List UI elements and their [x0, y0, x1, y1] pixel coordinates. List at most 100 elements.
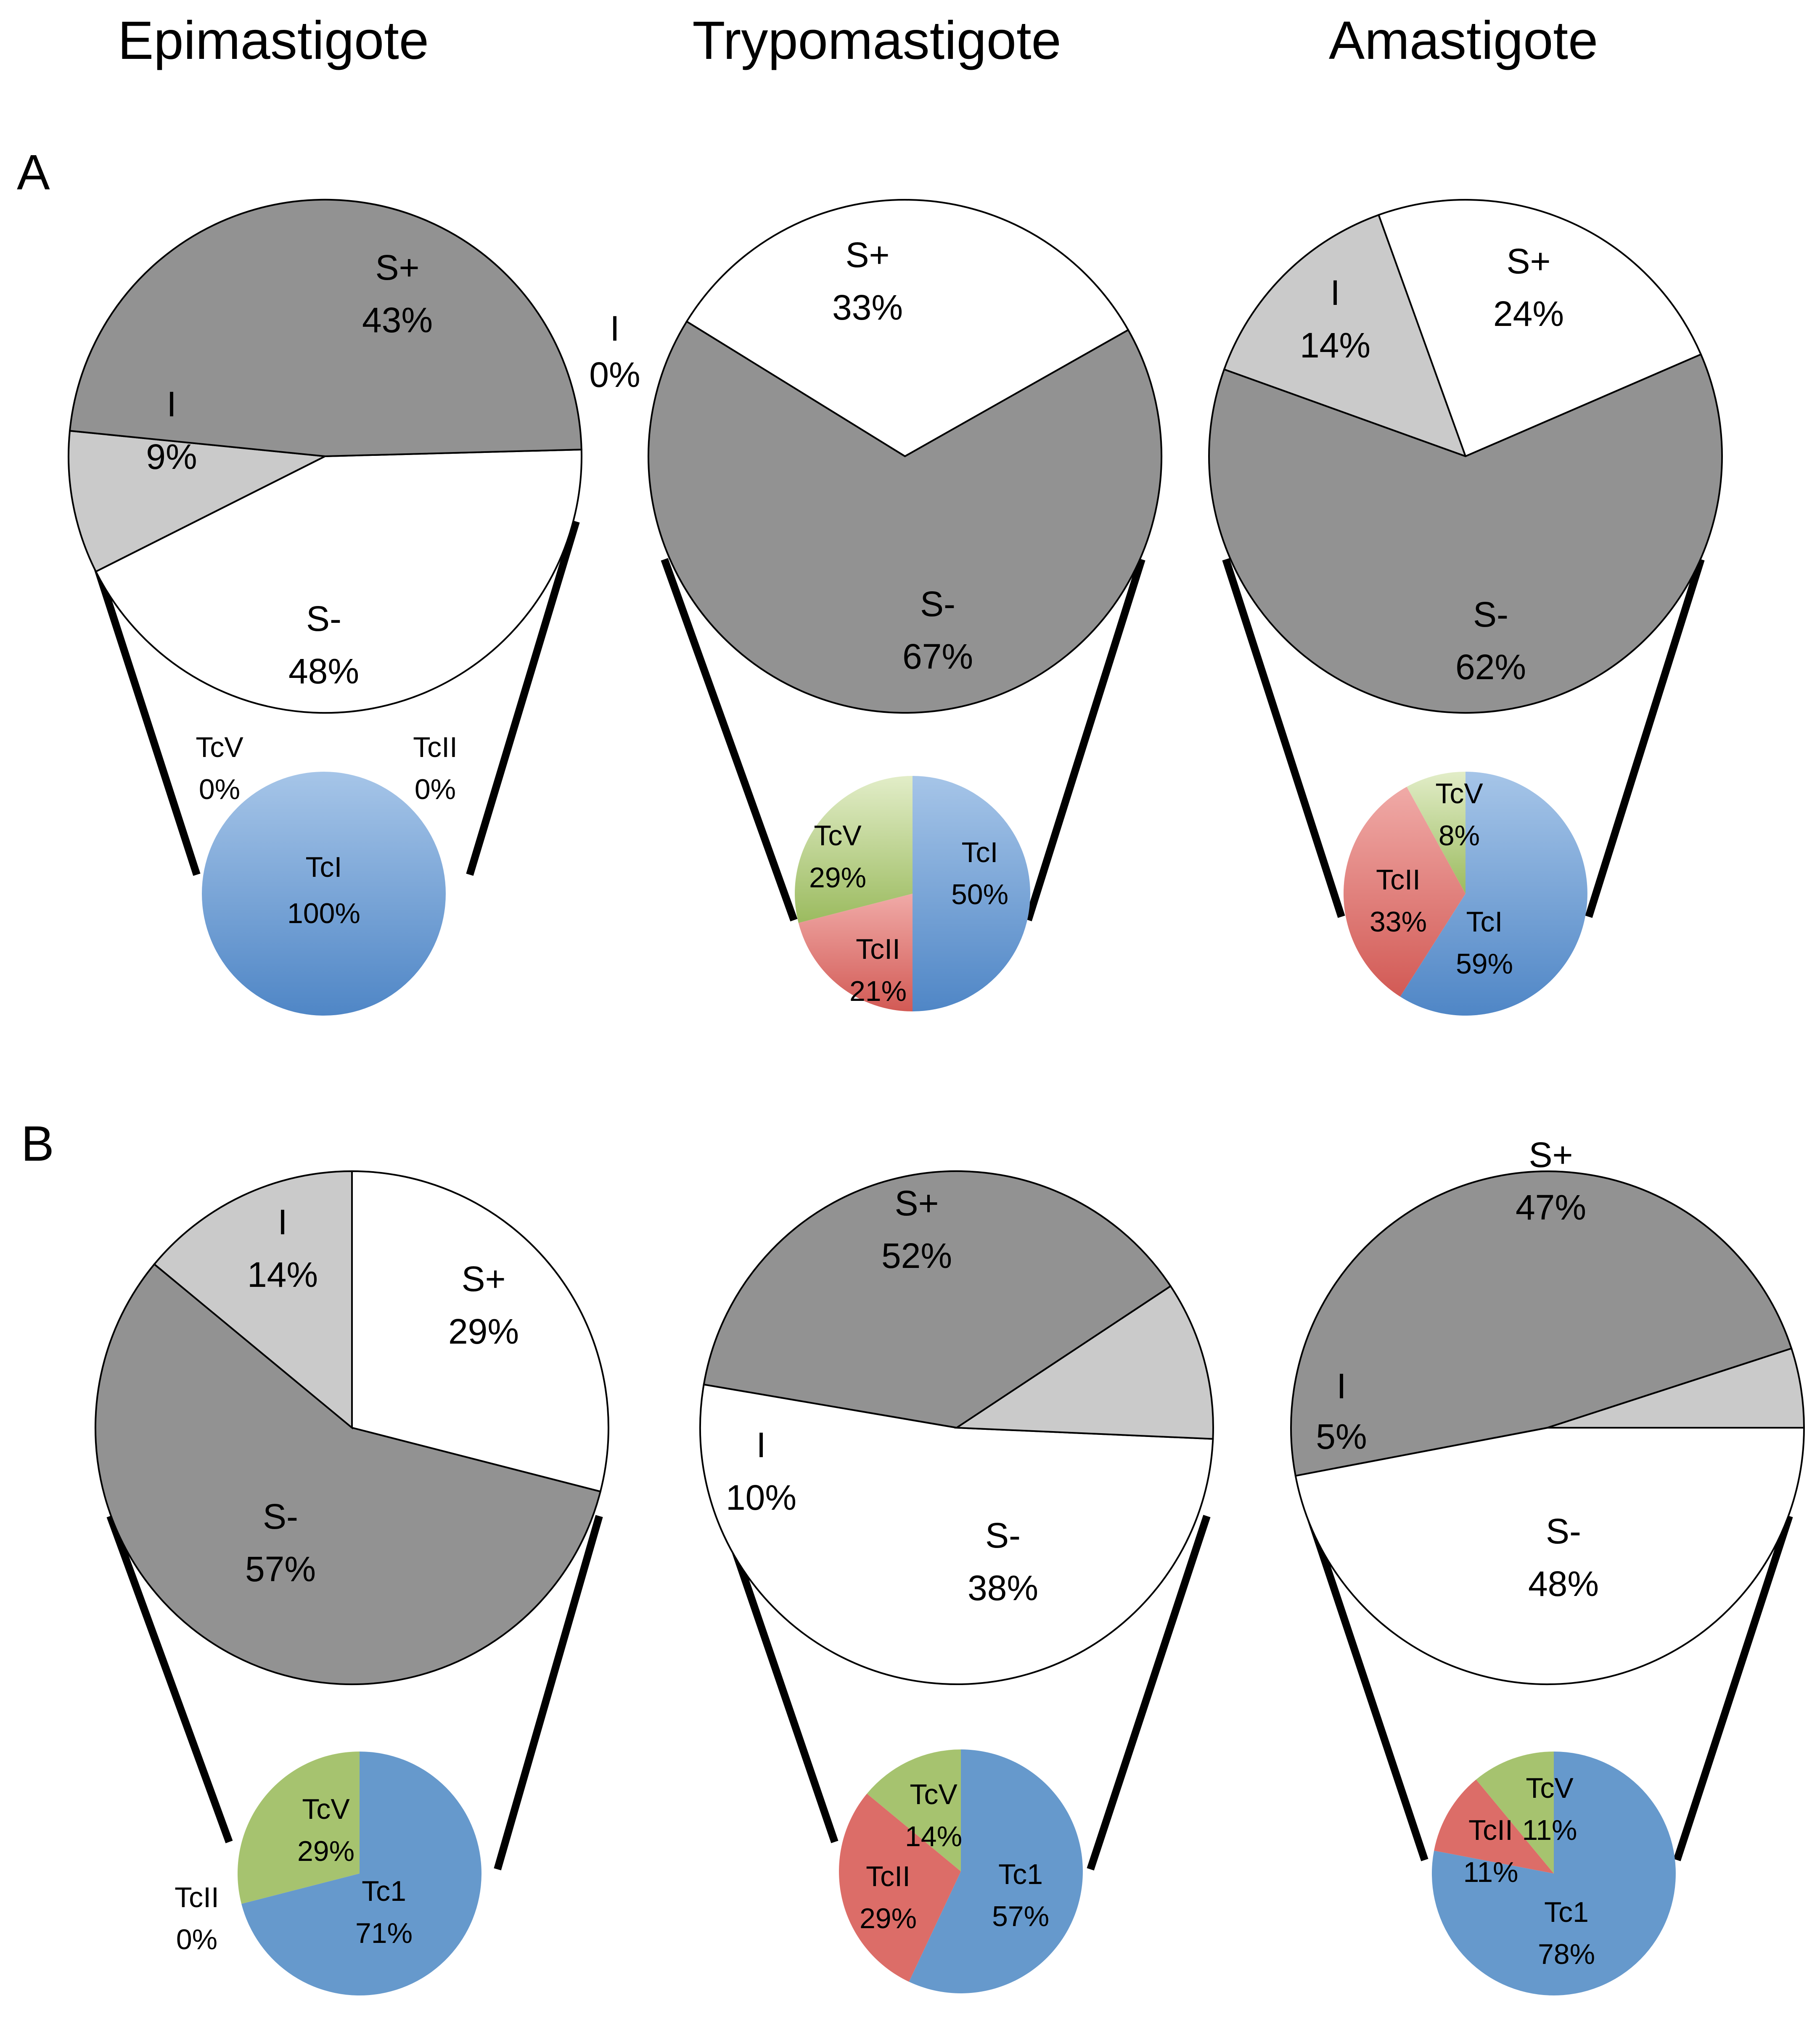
- pie-slice-b-epimastigote-i: [153, 1170, 353, 1430]
- label-a-epi-tci-name: TcI: [306, 851, 342, 883]
- pie-slice-a-amastigote-sminus: [1208, 353, 1723, 714]
- label-a-ama-splus-pct: 24%: [1493, 294, 1564, 333]
- label-a-epi-tcv-name: TcV: [196, 731, 243, 763]
- pie-slice-b-epimastigote-tc1: [241, 1752, 481, 1995]
- label-a-try-tcii-pct: 21%: [849, 975, 907, 1007]
- label-a-try-sminus-pct: 67%: [902, 637, 973, 676]
- label-a-ama-tcv-pct: 8%: [1439, 820, 1480, 852]
- label-b-try-splus-name: S+: [894, 1183, 939, 1223]
- pie-slice-b-epimastigote-tcv: [237, 1752, 360, 1904]
- label-b-ama-i-pct: 5%: [1316, 1417, 1367, 1456]
- pie-slice-a-amastigote-i: [1223, 214, 1467, 458]
- label-a-try-tci-pct: 50%: [951, 879, 1008, 910]
- pie-slice-a-trypomastigote-tcii: [798, 894, 913, 1011]
- pie-slice-b-trypomastigote-sminus: [703, 1170, 1172, 1429]
- label-b-try-tcv-pct: 14%: [905, 1821, 962, 1852]
- label-b-ama-sminus-name: S-: [1546, 1511, 1581, 1551]
- label-b-ama-tcii-name: TcII: [1468, 1814, 1513, 1846]
- label-b-try-tc1-name: Tc1: [998, 1858, 1043, 1890]
- connector-line: [1024, 558, 1145, 921]
- label-a-try-splus-name: S+: [845, 235, 889, 275]
- pie-slice-a-amastigote-splus: [1377, 199, 1702, 458]
- pie-slice-b-epimastigote-splus: [351, 1170, 609, 1493]
- label-b-try-splus-pct: 52%: [881, 1236, 952, 1275]
- label-b-try-sminus-pct: 38%: [968, 1568, 1038, 1608]
- label-b-ama-splus-name: S+: [1529, 1135, 1573, 1175]
- label-a-epi-tci-pct: 100%: [287, 897, 360, 929]
- pie-slice-b-trypomastigote-tcv: [867, 1749, 961, 1871]
- column-title-amastigote: Amastigote: [1329, 11, 1598, 71]
- label-b-epi-sminus-pct: 57%: [245, 1549, 316, 1589]
- label-b-try-i-pct: 10%: [726, 1478, 796, 1517]
- label-b-ama-tc1-pct: 78%: [1538, 1938, 1595, 1970]
- label-b-try-i-name: I: [756, 1425, 766, 1465]
- connector-line: [720, 1515, 839, 1843]
- label-a-ama-tci-name: TcI: [1466, 906, 1503, 938]
- pie-slice-a-epimastigote-tci: [202, 772, 446, 1016]
- label-b-epi-i-pct: 14%: [247, 1255, 318, 1294]
- pie-slice-b-trypomastigote-tcii: [839, 1794, 961, 1982]
- label-b-ama-tcv-name: TcV: [1526, 1772, 1574, 1804]
- label-a-epi-tcii-pct: 0%: [415, 773, 456, 805]
- pie-slice-b-amastigote-sminus: [1290, 1170, 1793, 1477]
- column-title-epimastigote: Epimastigote: [118, 11, 429, 71]
- label-a-try-i-name: I: [610, 309, 619, 348]
- label-b-try-tcii-pct: 29%: [860, 1903, 917, 1934]
- pie-slice-b-trypomastigote-splus: [699, 1383, 1214, 1685]
- pie-slice-a-amastigote-tcii: [1343, 786, 1466, 997]
- pie-slice-a-epimastigote-i: [67, 430, 328, 573]
- label-b-try-tcv-name: TcV: [910, 1778, 958, 1810]
- label-b-epi-sminus-name: S-: [263, 1497, 298, 1536]
- pie-slice-b-trypomastigote-tc1: [909, 1749, 1083, 1993]
- label-b-epi-tcii-name: TcII: [175, 1881, 219, 1913]
- label-a-ama-tcii-name: TcII: [1376, 864, 1421, 896]
- connector-line: [1673, 1515, 1793, 1861]
- panel-label-b: B: [21, 1116, 54, 1172]
- label-a-epi-sminus-pct: 48%: [288, 651, 359, 691]
- label-a-ama-sminus-pct: 62%: [1455, 647, 1526, 687]
- label-b-ama-tc1-name: Tc1: [1544, 1896, 1589, 1928]
- pie-slice-a-amastigote-tcv: [1407, 772, 1466, 894]
- label-a-ama-i-pct: 14%: [1300, 325, 1370, 365]
- label-a-try-sminus-name: S-: [920, 584, 955, 624]
- label-b-try-tcii-name: TcII: [866, 1860, 910, 1892]
- label-a-ama-tci-pct: 59%: [1456, 948, 1513, 980]
- label-b-ama-tcii-pct: 11%: [1463, 1856, 1518, 1888]
- label-a-ama-sminus-name: S-: [1473, 595, 1508, 634]
- label-b-epi-tcv-name: TcV: [302, 1793, 350, 1825]
- label-b-epi-i-name: I: [278, 1202, 287, 1242]
- label-a-try-tcv-pct: 29%: [809, 862, 866, 894]
- label-a-try-tci-name: TcI: [962, 836, 998, 868]
- column-title-trypomastigote: Trypomastigote: [692, 11, 1061, 71]
- label-a-epi-i-name: I: [167, 384, 176, 424]
- pie-slice-a-trypomastigote-sminus: [648, 320, 1162, 714]
- connector-line: [1222, 558, 1345, 918]
- pie-slice-b-amastigote-i: [1547, 1347, 1805, 1429]
- pie-slice-b-trypomastigote-i: [954, 1285, 1214, 1440]
- label-a-try-tcv-name: TcV: [814, 820, 862, 852]
- pie-slice-b-amastigote-splus: [1294, 1427, 1805, 1686]
- pie-slice-b-amastigote-tc1: [1431, 1752, 1676, 1995]
- label-b-ama-tcv-pct: 11%: [1522, 1814, 1577, 1846]
- pie-slices: [67, 198, 1805, 1995]
- connector-line: [494, 1515, 603, 1871]
- label-b-epi-splus-name: S+: [461, 1259, 505, 1299]
- label-a-ama-i-name: I: [1330, 273, 1340, 312]
- pie-slice-b-amastigote-tcii: [1434, 1779, 1554, 1873]
- connector-line: [1306, 1515, 1428, 1861]
- pie-slice-a-trypomastigote-tci: [913, 776, 1030, 1011]
- label-a-epi-splus-pct: 43%: [362, 300, 433, 340]
- pie-slice-a-epimastigote-splus: [95, 448, 582, 714]
- label-a-epi-sminus-name: S-: [306, 599, 341, 638]
- label-b-ama-i-name: I: [1336, 1366, 1346, 1406]
- label-a-ama-splus-name: S+: [1506, 241, 1550, 281]
- label-a-try-i-pct: 0%: [589, 355, 640, 394]
- label-b-try-tc1-pct: 57%: [992, 1900, 1049, 1932]
- pie-slice-b-epimastigote-sminus: [94, 1263, 602, 1686]
- pie-slice-a-trypomastigote-tcv: [795, 776, 913, 923]
- label-a-epi-splus-name: S+: [375, 248, 419, 287]
- pie-slice-a-amastigote-tci: [1400, 772, 1587, 1016]
- connector-line: [1585, 558, 1705, 918]
- label-b-epi-tc1-pct: 71%: [355, 1917, 413, 1949]
